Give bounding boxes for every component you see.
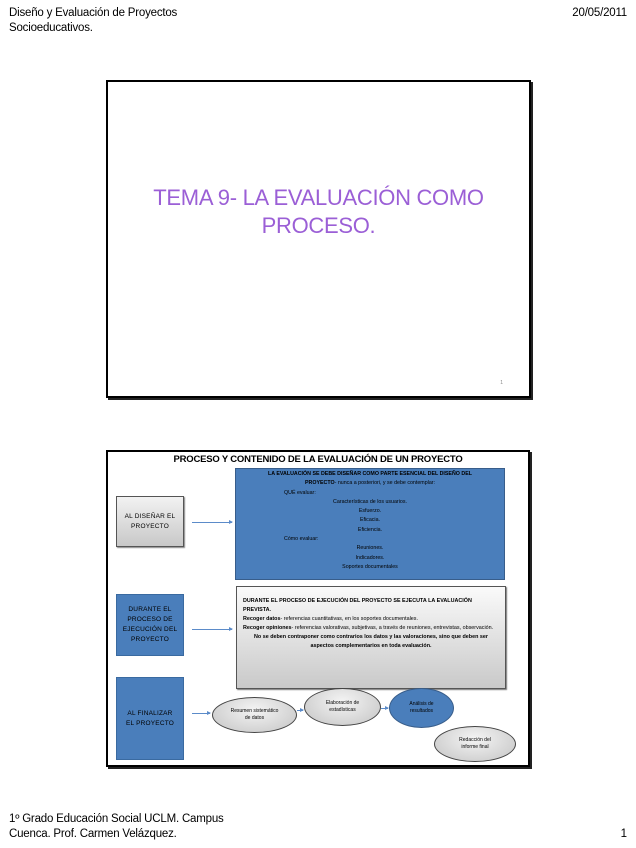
stage-design-line1: AL DISEÑAR EL [124, 512, 176, 520]
step-final-report-ellipse: Redacción del informe final [434, 726, 516, 762]
course-title-line2: Socioeducativos. [9, 22, 93, 34]
design-heading-line1: LA EVALUACIÓN SE DEBE DISEÑAR COMO PARTE… [268, 471, 472, 477]
slide-1-number: 1 [500, 380, 503, 386]
arrow-right-icon [192, 627, 233, 631]
stage-execution-line4: PROYECTO [131, 636, 169, 643]
step-label: Redacción del informe final [459, 736, 491, 751]
footer-line1: 1º Grado Educación Social UCLM. Campus [9, 813, 224, 825]
step-statistics-ellipse: Elaboración de estadísticas [304, 688, 381, 726]
what-item: Eficacia. [359, 517, 381, 524]
collect-opinions-text: - referencias valorativas, subjetivas, a… [291, 625, 494, 631]
stage-execution-line3: EJECUCIÓN DEL [122, 626, 178, 633]
how-item: Indicadores. [355, 554, 385, 561]
stage-final-box: AL FINALIZAR EL PROYECTO [116, 677, 184, 760]
page-footer-course-info: 1º Grado Educación Social UCLM. Campus C… [9, 812, 224, 842]
design-heading-rest: - nunca a posteriori, y se debe contempl… [334, 480, 436, 487]
stage-execution-box: DURANTE EL PROCESO DE EJECUCIÓN DEL PROY… [116, 594, 184, 656]
page-header-date: 20/05/2011 [572, 7, 627, 19]
what-item: Características de los usuarios. [333, 498, 407, 505]
arrow-right-icon [192, 711, 211, 715]
arrow-right-icon [192, 520, 233, 524]
stage-design-line2: PROYECTO [131, 522, 169, 530]
collect-data-label: Recoger datos [243, 616, 281, 622]
execution-heading: DURANTE EL PROCESO DE EJECUCIÓN DEL PROY… [243, 598, 472, 613]
step-results-analysis-ellipse: Análisis de resultados [389, 688, 454, 728]
collect-opinions-label: Recoger opiniones [243, 625, 292, 631]
page-number: 1 [620, 828, 627, 840]
how-item: Reuniones. [356, 545, 384, 552]
collect-data-text: - referencias cuantitativas, en los sopo… [280, 616, 418, 622]
stage-final-line1: AL FINALIZAR [127, 709, 173, 717]
what-evaluate-label: QUÉ evaluar: [284, 489, 316, 496]
what-item: Esfuerzo. [358, 508, 382, 515]
slide-2-title: PROCESO Y CONTENIDO DE LA EVALUACIÓN DE … [173, 454, 463, 465]
execution-info-box: DURANTE EL PROCESO DE EJECUCIÓN DEL PROY… [236, 586, 506, 689]
slide-1-thumbnail: TEMA 9- LA EVALUACIÓN COMO PROCESO. 1 [106, 80, 531, 398]
stage-design-box: AL DISEÑAR EL PROYECTO [116, 496, 184, 547]
slide-1-title: TEMA 9- LA EVALUACIÓN COMO PROCESO. [108, 184, 529, 240]
step-label: Análisis de resultados [409, 700, 434, 715]
design-heading-bold: PROYECTO [304, 480, 335, 487]
course-title-line1: Diseño y Evaluación de Proyectos [9, 7, 178, 19]
design-info-box: LA EVALUACIÓN SE DEBE DISEÑAR COMO PARTE… [235, 468, 505, 580]
step-data-summary-ellipse: Resumen sistemático de datos [212, 697, 297, 733]
execution-note: No se deben contraponer como contrarios … [254, 634, 488, 649]
stage-execution-line1: DURANTE EL [128, 606, 172, 613]
slide-1-title-line2: PROCESO. [261, 213, 376, 238]
slide-1-title-line1: TEMA 9- LA EVALUACIÓN COMO [153, 185, 484, 210]
what-item: Eficiencia. [357, 526, 383, 533]
slide-2-thumbnail: PROCESO Y CONTENIDO DE LA EVALUACIÓN DE … [106, 450, 530, 767]
footer-line2: Cuenca. Prof. Carmen Velázquez. [9, 828, 177, 840]
arrow-right-icon [381, 706, 389, 710]
how-evaluate-label: Cómo evaluar: [284, 536, 319, 543]
step-label: Elaboración de estadísticas [325, 699, 360, 714]
page-header-course-title: Diseño y Evaluación de Proyectos Socioed… [9, 6, 177, 36]
how-item: Soportes documentales [342, 563, 398, 570]
arrow-right-icon [297, 708, 304, 712]
stage-final-line2: EL PROYECTO [125, 719, 175, 727]
step-label: Resumen sistemático de datos [230, 707, 279, 722]
stage-execution-line2: PROCESO DE [127, 616, 173, 623]
